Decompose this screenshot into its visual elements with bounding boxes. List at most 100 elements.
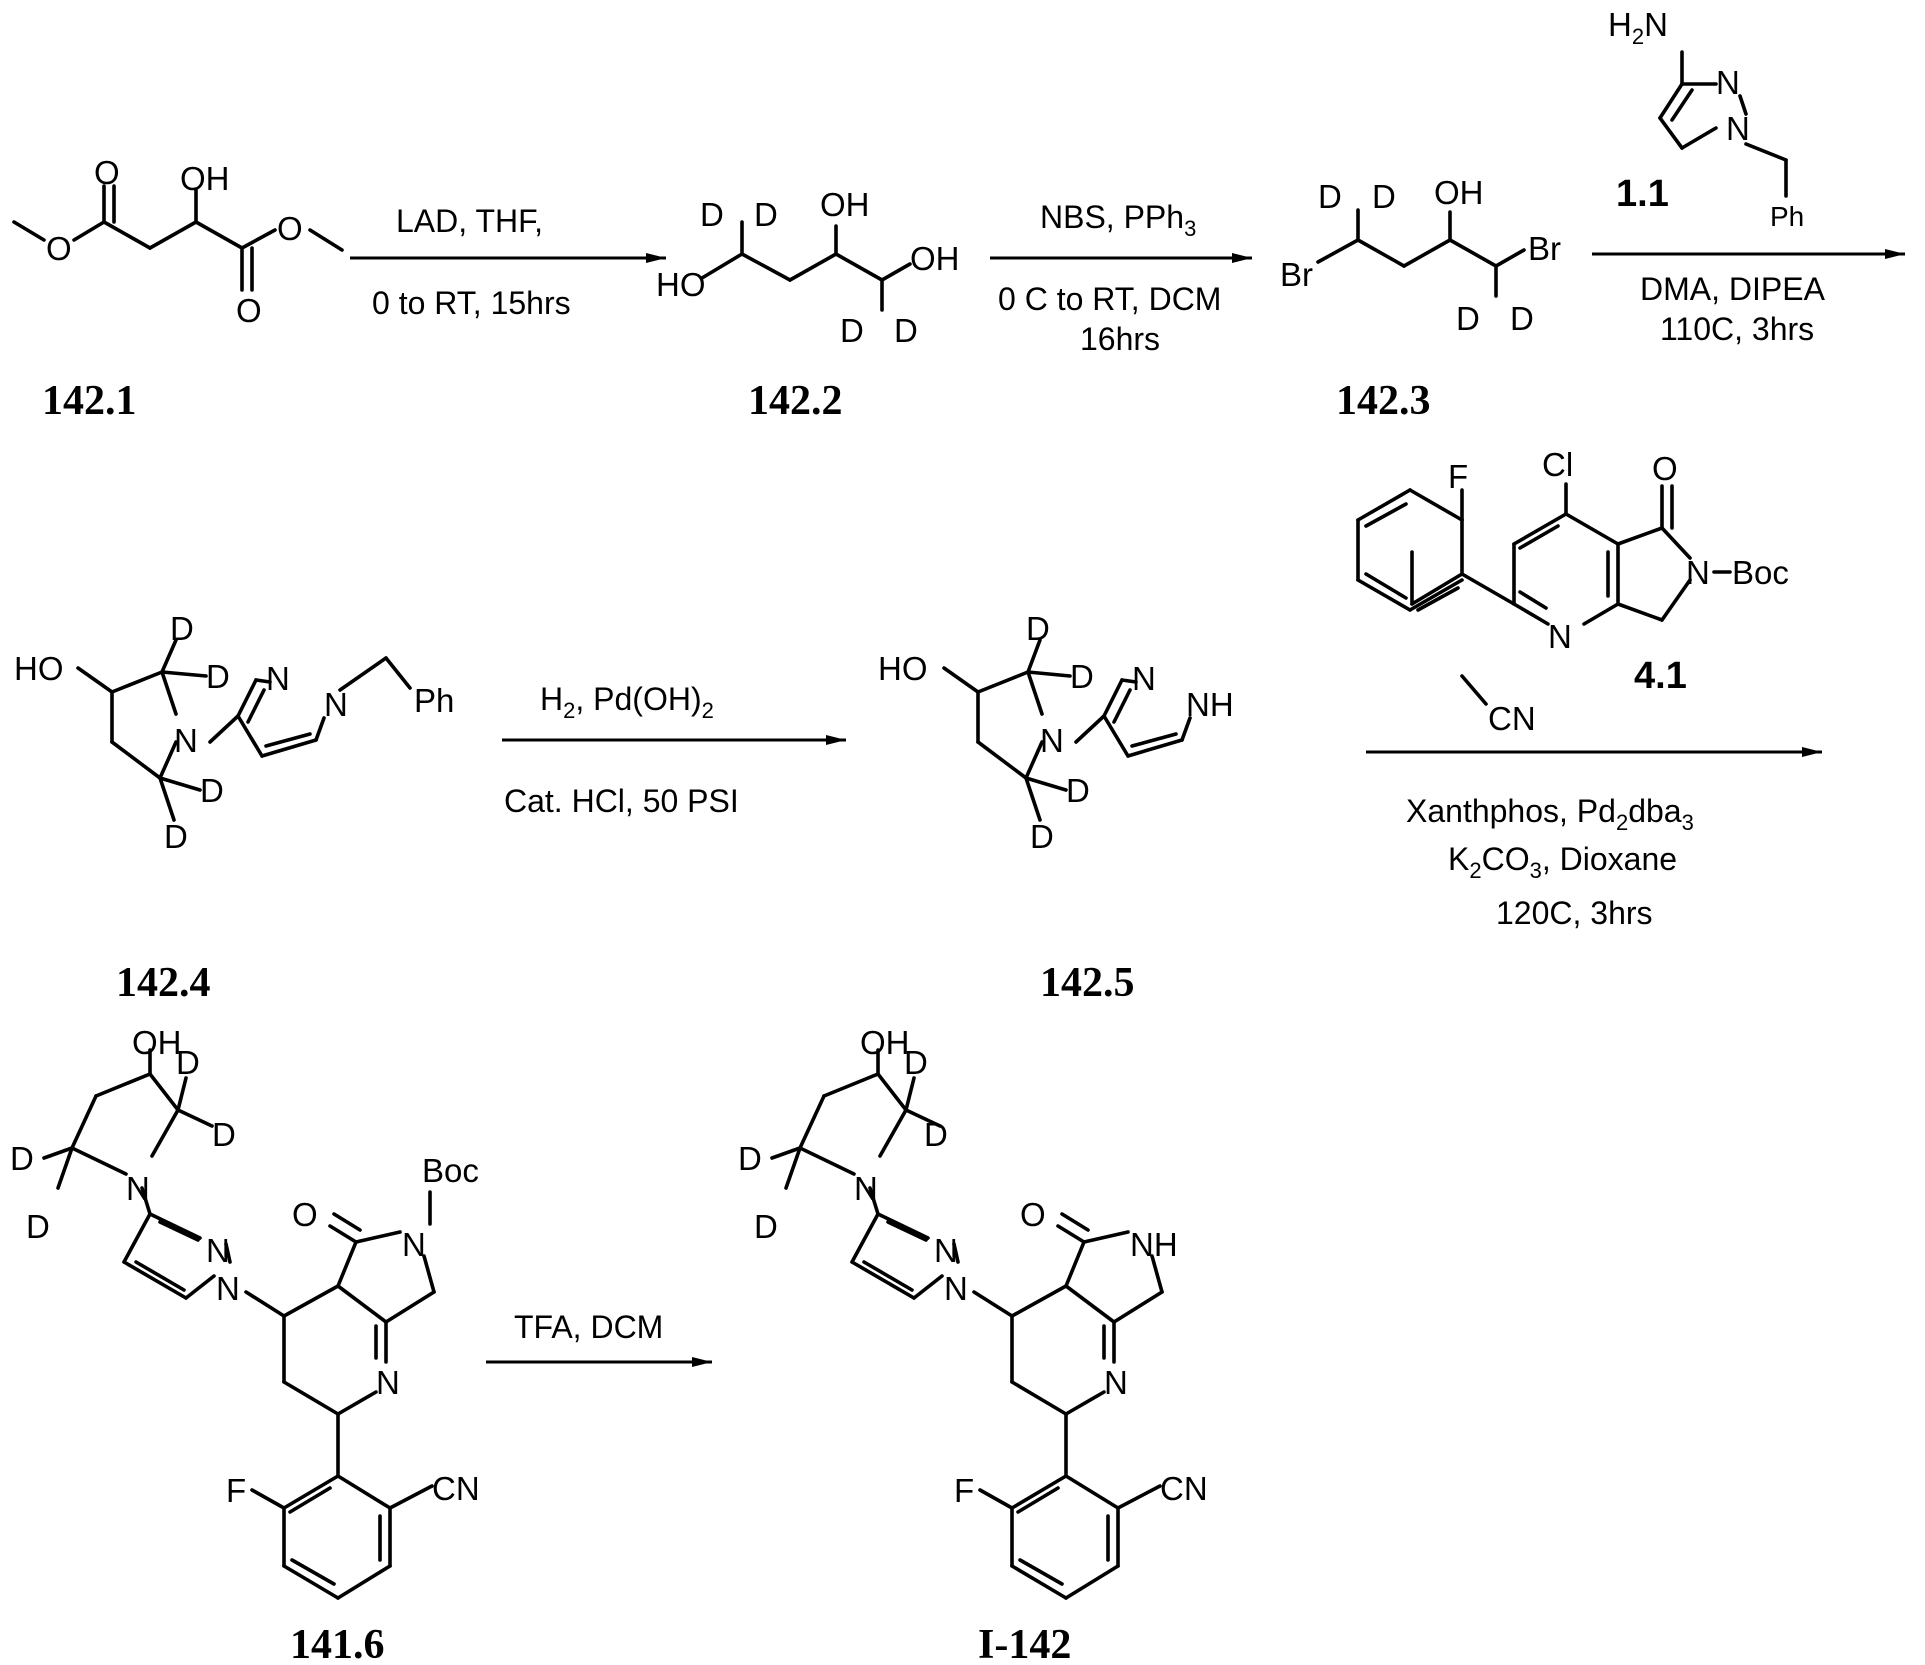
atom-label: N [126, 1170, 150, 1207]
condition-text: TFA, DCM [514, 1309, 663, 1345]
atom-label: Ph [414, 682, 454, 719]
condition-text: 0 C to RT, DCM [998, 281, 1221, 317]
atom-label: HO [656, 266, 706, 303]
atom-label: D [170, 610, 194, 647]
molecule-4-1: Cl O N Boc N F CN [1358, 446, 1789, 737]
atom-label: F [954, 1472, 974, 1509]
reaction-arrow-3: DMA, DIPEA 110C, 3hrs [1592, 254, 1905, 347]
atom-label: Br [1528, 230, 1561, 267]
atom-label: N [1716, 64, 1740, 101]
atom-label: OH [1434, 174, 1484, 211]
atom-label: N [944, 1270, 968, 1307]
atom-label: D [200, 772, 224, 809]
atom-label: N [934, 1232, 958, 1269]
atom-label: D [1510, 300, 1534, 337]
atom-label: F [1448, 458, 1468, 495]
atom-label: N [206, 1232, 230, 1269]
condition-text: NBS, PPh3 [1040, 199, 1196, 241]
condition-text: H [540, 681, 563, 717]
condition-text: 110C, 3hrs [1660, 311, 1814, 347]
atom-label: D [206, 658, 230, 695]
atom-label: D [1026, 610, 1050, 647]
atom-label: D [754, 1208, 778, 1245]
compound-label-142-1: 142.1 [42, 378, 137, 424]
atom-label: D [754, 196, 778, 233]
atom-label: O [1020, 1196, 1046, 1233]
atom-label: N [376, 1364, 400, 1401]
atom-label: N [1040, 722, 1064, 759]
atom-label: Boc [1732, 554, 1789, 591]
atom-label: OH [132, 1024, 182, 1061]
atom-label: H [1608, 6, 1632, 43]
reaction-arrow-1: LAD, THF, 0 to RT, 15hrs [350, 203, 666, 321]
atom-label: D [1066, 772, 1090, 809]
condition-text: DMA, DIPEA [1640, 271, 1826, 307]
molecule-142-4: HO D D N D D N N Ph [14, 610, 454, 855]
atom-label: OH [180, 160, 230, 197]
atom-label: O [1652, 450, 1678, 487]
compound-label-142-5: 142.5 [1040, 960, 1135, 1006]
atom-label: N [854, 1170, 878, 1207]
condition-text: K [1448, 841, 1469, 877]
atom-label: D [1318, 178, 1342, 215]
atom-label: D [1030, 818, 1054, 855]
atom-label: N [1132, 660, 1156, 697]
compound-label-142-3: 142.3 [1336, 378, 1431, 424]
condition-text: 120C, 3hrs [1496, 895, 1653, 931]
atom-label: D [1456, 300, 1480, 337]
condition-text: Xanthphos, Pd [1406, 793, 1616, 829]
atom-label: CN [1160, 1470, 1208, 1507]
atom-label: HO [878, 650, 928, 687]
atom-label: N [174, 722, 198, 759]
atom-label: CN [1488, 700, 1536, 737]
atom-label: N [1686, 554, 1710, 591]
atom-label: D [212, 1116, 236, 1153]
atom-label: D [1070, 658, 1094, 695]
condition-text: 16hrs [1080, 321, 1160, 357]
svg-text:H2, Pd(OH)2: H2, Pd(OH)2 [540, 681, 714, 723]
svg-text:Xanthphos, Pd2dba3: Xanthphos, Pd2dba3 [1406, 793, 1694, 835]
atom-label: O [277, 210, 303, 247]
atom-label: D [700, 196, 724, 233]
atom-label: NH [1186, 686, 1234, 723]
atom-label: O [94, 154, 120, 191]
atom-label: D [1372, 178, 1396, 215]
compound-label-4-1: 4.1 [1634, 655, 1687, 697]
atom-label: Ph [1770, 201, 1804, 232]
atom-label: OH [910, 240, 960, 277]
molecule-I-142: OH D D D D N N N O NH N F CN [738, 1024, 1208, 1598]
molecule-142-1: O O OH O O [14, 154, 342, 329]
molecule-142-5: HO D D N D D N NH [878, 610, 1234, 855]
atom-label: D [840, 312, 864, 349]
atom-label: D [904, 1044, 928, 1081]
atom-label: Cl [1542, 446, 1573, 483]
atom-label: D [164, 818, 188, 855]
condition-text: LAD, THF, [396, 203, 543, 239]
reaction-arrow-6: TFA, DCM [486, 1309, 712, 1362]
atom-label: Boc [422, 1152, 479, 1189]
atom-label: OH [860, 1024, 910, 1061]
atom-label: CN [432, 1470, 480, 1507]
atom-label: D [176, 1044, 200, 1081]
compound-label-142-2: 142.2 [748, 378, 843, 424]
atom-label: D [26, 1208, 50, 1245]
compound-label-142-4: 142.4 [116, 960, 211, 1006]
atom-label: O [236, 292, 262, 329]
compound-label-141-6: 141.6 [290, 1622, 385, 1665]
condition-text: 0 to RT, 15hrs [372, 285, 571, 321]
molecule-141-6: OH D D D D N N N O N Boc N F CN [10, 1024, 480, 1598]
atom-label: N [1548, 618, 1572, 655]
atom-label: HO [14, 650, 64, 687]
atom-label: N [216, 1270, 240, 1307]
atom-label: Br [1280, 256, 1313, 293]
svg-text:H2N: H2N [1608, 6, 1668, 49]
molecule-142-3: Br D D OH Br D D [1280, 174, 1561, 337]
molecule-142-2: HO D D OH OH D D [656, 186, 960, 349]
atom-label: N [402, 1226, 426, 1263]
atom-label: OH [820, 186, 870, 223]
atom-label: D [894, 312, 918, 349]
atom-label: O [292, 1196, 318, 1233]
compound-label-I-142: I-142 [978, 1622, 1071, 1665]
atom-label: NH [1130, 1226, 1178, 1263]
